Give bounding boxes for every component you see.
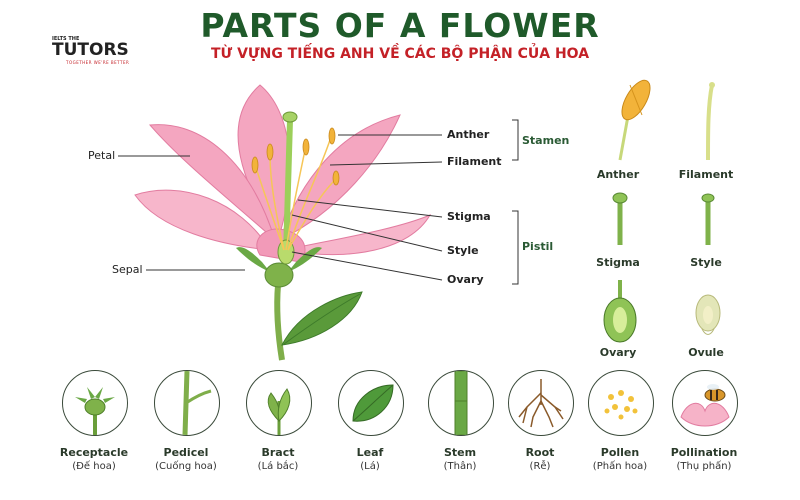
pollination-icon — [680, 384, 730, 427]
detail-illustrations — [603, 79, 721, 343]
label-stamen: Stamen — [522, 134, 570, 147]
logo-tagline: TOGETHER WE'RE BETTER — [66, 60, 130, 65]
stamens — [254, 139, 336, 251]
caption-pedicel: Pedicel(Cuống hoa) — [155, 446, 217, 472]
label-sepal: Sepal — [112, 263, 143, 276]
page-title: PARTS OF A FLOWER — [200, 6, 600, 45]
caption-receptacle: Receptacle(Đế hoa) — [59, 446, 129, 472]
page-subtitle: TỪ VỰNG TIẾNG ANH VỀ CÁC BỘ PHẬN CỦA HOA — [210, 46, 590, 62]
leaf-icon — [352, 384, 394, 422]
label-pistil: Pistil — [522, 240, 554, 253]
detail-label-stigma: Stigma — [596, 256, 640, 269]
pollination-card — [672, 370, 738, 436]
root-icon — [518, 379, 564, 428]
logo-main-text: TUTORS — [52, 40, 129, 60]
petal-front-right — [284, 213, 432, 255]
detail-ovary-icon — [603, 280, 637, 343]
caption-pollination: Pollination(Thụ phấn) — [670, 446, 738, 472]
detail-anther-icon — [618, 79, 651, 161]
label-filament: Filament — [447, 155, 502, 168]
detail-stigma-icon — [612, 192, 628, 245]
petal-back-left — [148, 124, 277, 242]
caption-pollen: Pollen(Phấn hoa) — [592, 446, 648, 472]
logo-top-text: IELTS THE — [52, 36, 80, 42]
label-petal: Petal — [88, 149, 116, 162]
pistil-style — [283, 119, 293, 256]
anthers — [251, 127, 340, 186]
caption-stem: Stem(Thân) — [443, 446, 477, 472]
flower-leaf — [281, 291, 363, 346]
caption-root: Root(Rễ) — [525, 446, 555, 472]
flower-stem — [274, 284, 285, 361]
pedicel-icon — [182, 371, 212, 435]
pollen-card — [588, 370, 654, 436]
detail-label-ovule: Ovule — [688, 346, 724, 359]
label-anther: Anther — [447, 128, 490, 141]
bract-icon — [267, 388, 291, 435]
petal-back-right — [279, 114, 401, 241]
receptacle-icon — [75, 387, 115, 435]
pistil-stigma — [282, 111, 298, 123]
pistil-bracket — [512, 210, 519, 285]
detail-label-ovary: Ovary — [599, 346, 637, 359]
stem-icon — [454, 371, 468, 435]
detail-ovule-icon — [695, 294, 721, 335]
pedicel-card — [154, 370, 220, 436]
caption-leaf: Leaf(Lá) — [356, 446, 384, 472]
bract-card — [246, 370, 312, 436]
label-ovary: Ovary — [447, 273, 484, 286]
pollen-icon — [604, 390, 638, 420]
detail-style-icon — [701, 193, 715, 245]
petal-front-left — [134, 189, 271, 251]
detail-label-filament: Filament — [678, 168, 734, 181]
label-stigma: Stigma — [447, 210, 491, 223]
leaf-card — [338, 370, 404, 436]
detail-filament-icon — [706, 82, 715, 161]
root-card — [508, 370, 574, 436]
sepal-right — [288, 247, 322, 272]
caption-bract: Bract(Lá bắc) — [257, 446, 299, 472]
detail-label-anther: Anther — [596, 168, 640, 181]
receptacle-shape — [264, 262, 294, 288]
receptacle-card — [62, 370, 128, 436]
label-style: Style — [447, 244, 479, 257]
stamen-bracket — [512, 119, 519, 161]
sepal-left — [236, 247, 270, 272]
logo: IELTS THE TUTORS TOGETHER WE'RE BETTER — [52, 36, 140, 66]
leader-lines — [118, 134, 443, 281]
detail-label-style: Style — [690, 256, 722, 269]
stem-card — [428, 370, 494, 436]
